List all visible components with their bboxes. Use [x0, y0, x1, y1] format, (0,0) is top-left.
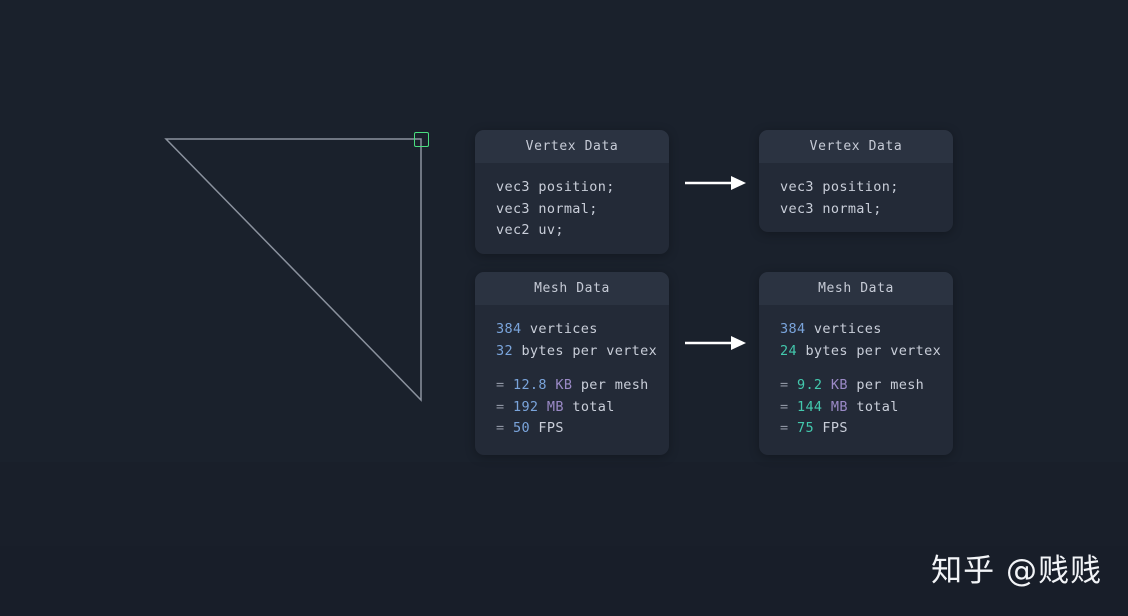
panel-body-vertex-before: vec3 position; vec3 normal; vec2 uv; — [475, 163, 669, 254]
result-label: total — [572, 398, 615, 415]
stat-line: 384 vertices — [496, 319, 648, 341]
panel-vertex-data-before: Vertex Data vec3 position; vec3 normal; … — [475, 130, 669, 254]
result-operator: = — [496, 377, 505, 393]
spacer — [496, 362, 648, 375]
result-line: = 192 MB total — [496, 397, 648, 419]
result-value: 12.8 — [512, 377, 547, 393]
panel-title-mesh-before: Mesh Data — [475, 272, 669, 305]
result-unit: MB — [830, 398, 848, 415]
code-line: vec3 position; — [496, 179, 615, 195]
result-line: = 144 MB total — [780, 397, 932, 419]
result-value: 144 — [796, 398, 823, 415]
stat-label: bytes per vertex — [805, 342, 942, 359]
result-value: 9.2 — [796, 377, 823, 393]
panel-title-vertex-before: Vertex Data — [475, 130, 669, 163]
stat-line: 24 bytes per vertex — [780, 341, 941, 363]
code-line: vec3 position; — [780, 179, 899, 195]
code-line: vec2 uv; — [496, 222, 564, 238]
result-unit: MB — [546, 398, 564, 415]
result-unit: FPS — [538, 420, 564, 436]
stat-label: vertices — [529, 321, 598, 337]
stat-value: 24 — [780, 342, 797, 359]
spacer — [780, 362, 932, 375]
result-label: per mesh — [856, 377, 925, 393]
vertex-data-transform-arrow — [685, 176, 746, 190]
panel-body-mesh-after: 384 vertices 24 bytes per vertex = 9.2 K… — [759, 305, 953, 455]
panel-body-mesh-before: 384 vertices 32 bytes per vertex = 12.8 … — [475, 305, 669, 455]
result-line: = 50 FPS — [496, 418, 648, 440]
result-operator: = — [780, 398, 789, 415]
result-line: = 9.2 KB per mesh — [780, 375, 932, 397]
result-value: 192 — [512, 398, 539, 415]
triangle-outline — [164, 138, 422, 402]
vertex-handle-selected[interactable] — [413, 131, 429, 147]
stat-label: vertices — [813, 321, 882, 337]
stat-label: bytes per vertex — [521, 342, 658, 359]
panel-title-vertex-after: Vertex Data — [759, 130, 953, 163]
result-unit: KB — [555, 377, 573, 393]
background-band-middle — [0, 462, 1128, 546]
panel-title-mesh-after: Mesh Data — [759, 272, 953, 305]
result-operator: = — [496, 420, 505, 436]
result-line: = 12.8 KB per mesh — [496, 375, 648, 397]
result-unit: FPS — [822, 420, 848, 436]
result-value: 75 — [796, 420, 814, 436]
result-value: 50 — [512, 420, 530, 436]
panel-mesh-data-after: Mesh Data 384 vertices 24 bytes per vert… — [759, 272, 953, 455]
result-operator: = — [496, 398, 505, 415]
result-label: total — [856, 398, 899, 415]
result-label: per mesh — [580, 377, 649, 393]
result-unit: KB — [830, 377, 848, 393]
stat-value: 32 — [496, 342, 513, 359]
code-line: vec3 normal; — [780, 200, 882, 217]
stat-value: 384 — [780, 321, 806, 337]
result-operator: = — [780, 377, 789, 393]
panel-vertex-data-after: Vertex Data vec3 position; vec3 normal; — [759, 130, 953, 232]
stat-line: 384 vertices — [780, 319, 932, 341]
result-line: = 75 FPS — [780, 418, 932, 440]
code-line: vec3 normal; — [496, 200, 598, 217]
stat-value: 384 — [496, 321, 522, 337]
stat-line: 32 bytes per vertex — [496, 341, 657, 363]
panel-mesh-data-before: Mesh Data 384 vertices 32 bytes per vert… — [475, 272, 669, 455]
mesh-data-transform-arrow — [685, 336, 746, 350]
watermark-zhihu: 知乎 @贱贱 — [931, 553, 1102, 589]
result-operator: = — [780, 420, 789, 436]
panel-body-vertex-after: vec3 position; vec3 normal; — [759, 163, 953, 232]
